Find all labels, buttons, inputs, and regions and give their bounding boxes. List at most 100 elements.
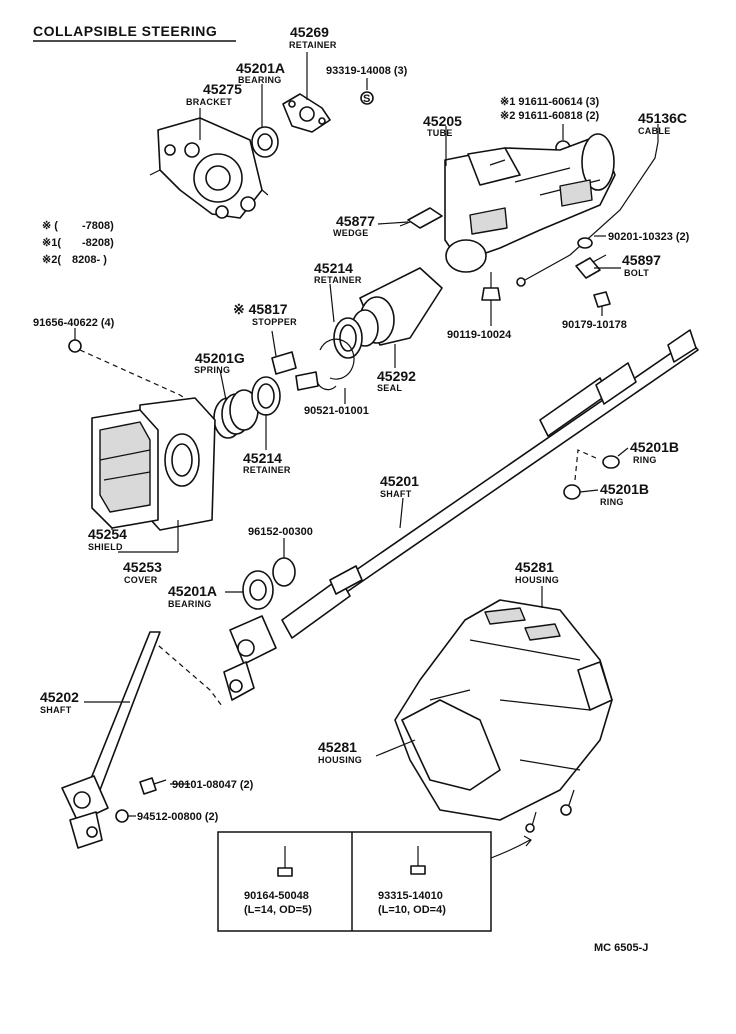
nut-90179	[593, 291, 611, 308]
label-90179: 90179-10178	[562, 319, 627, 331]
label-96152: 96152-00300	[248, 526, 313, 538]
label-91656: 91656-40622 (4)	[33, 317, 115, 329]
label-45817-name: STOPPER	[252, 317, 297, 327]
label-45292-num: 45292	[377, 368, 416, 384]
retainer-plate-drawing	[282, 93, 331, 133]
diagram-title: COLLAPSIBLE STEERING	[33, 23, 217, 39]
label-45202-name: SHAFT	[40, 705, 72, 715]
label-45201A-top-num: 45201A	[236, 60, 285, 76]
legend-mark-0: ※ (	[42, 220, 58, 232]
washer-93319	[360, 91, 374, 105]
label-45205-num: 45205	[423, 113, 462, 129]
tube-drawing	[444, 133, 616, 273]
label-45253-num: 45253	[123, 559, 162, 575]
label-45254-num: 45254	[88, 526, 127, 542]
legend-mark-1: ※1(	[42, 237, 61, 249]
bolt-90119-drawing	[481, 272, 501, 301]
label-45253-name: COVER	[124, 575, 158, 585]
retainer-ring-top-drawing	[333, 317, 363, 359]
legend-range-0: -7808)	[82, 220, 114, 232]
nut-90201	[577, 237, 593, 249]
label-45214-bot-name: RETAINER	[243, 465, 291, 475]
legend: ※ ( -7808) ※1( -8208) ※2( 8208- )	[42, 220, 114, 266]
ring-45201B-b	[563, 484, 581, 500]
seal-cone-drawing	[351, 267, 443, 347]
bearing-bottom-drawing	[242, 570, 274, 610]
label-45292-name: SEAL	[377, 383, 402, 393]
bearing-top-drawing	[251, 126, 279, 158]
washer-91656	[68, 339, 82, 353]
wedge-drawing	[407, 207, 443, 229]
label-45136C-name: CABLE	[638, 126, 671, 136]
label-45275-name: BRACKET	[186, 97, 232, 107]
housing-screws-drawing	[525, 789, 575, 833]
label-93319: 93319-14008 (3)	[326, 65, 408, 77]
legend-range-1: -8208)	[82, 237, 114, 249]
label-screw-1-pn: 93315-14010	[378, 890, 443, 902]
label-90101: 90101-08047 (2)	[172, 779, 254, 791]
label-45205-name: TUBE	[427, 128, 453, 138]
spring-drawing	[213, 389, 259, 439]
label-91611-b: ※2 91611-60818 (2)	[500, 110, 599, 122]
leader-lines	[74, 52, 659, 817]
part-labels: 45269 RETAINER 45201A BEARING 45275 BRAC…	[33, 24, 690, 954]
label-45201G-name: SPRING	[194, 365, 230, 375]
label-45201B-a-num: 45201B	[630, 439, 679, 455]
label-45201B-a-name: RING	[633, 455, 657, 465]
label-45201A-top-name: BEARING	[238, 75, 282, 85]
label-90119: 90119-10024	[447, 329, 512, 341]
label-45254-name: SHIELD	[88, 542, 123, 552]
label-45201G-num: 45201G	[195, 350, 245, 366]
ring-96152	[272, 557, 296, 587]
label-45269-name: RETAINER	[289, 40, 337, 50]
legend-mark-2: ※2(	[42, 254, 61, 266]
footer-code: MC 6505-J	[594, 942, 648, 954]
label-45817-num: ※ 45817	[233, 301, 288, 317]
bolt-45897-drawing	[575, 254, 607, 279]
label-45201-name: SHAFT	[380, 489, 412, 499]
housing-drawing	[394, 599, 613, 821]
legend-range-2: 8208- )	[72, 254, 107, 266]
stopper-drawing	[271, 351, 297, 375]
shield-drawing	[91, 409, 159, 529]
label-90201: 90201-10323 (2)	[608, 231, 690, 243]
label-screw-0-spec: (L=14, OD=5)	[244, 904, 312, 916]
label-45201A-bot-num: 45201A	[168, 583, 217, 599]
universal-joint-drawing	[223, 615, 277, 701]
main-shaft-drawing	[281, 329, 699, 639]
label-45136C-num: 45136C	[638, 110, 687, 126]
cable-drawing	[524, 141, 659, 281]
label-45214-top-num: 45214	[314, 260, 353, 276]
label-45281-top-name: HOUSING	[515, 575, 559, 585]
label-45201B-b-name: RING	[600, 497, 624, 507]
bracket-drawing	[149, 117, 269, 219]
retainer-ring-bottom-drawing	[251, 376, 281, 416]
svg-text:S: S	[363, 93, 370, 105]
label-screw-0-pn: 90164-50048	[244, 890, 309, 902]
label-45269-num: 45269	[290, 24, 329, 40]
label-45214-top-name: RETAINER	[314, 275, 362, 285]
washer-94512	[115, 809, 129, 823]
bolt-90101-drawing	[139, 777, 167, 795]
label-91611-a: ※1 91611-60614 (3)	[500, 96, 599, 108]
label-45897-num: 45897	[622, 252, 661, 268]
label-45281-top-num: 45281	[515, 559, 554, 575]
label-screw-1-spec: (L=10, OD=4)	[378, 904, 446, 916]
screws-detail-box	[217, 831, 532, 932]
ring-45201B-a	[602, 455, 620, 469]
label-45281-bot-name: HOUSING	[318, 755, 362, 765]
label-45281-bot-num: 45281	[318, 739, 357, 755]
label-45201A-bot-name: BEARING	[168, 599, 212, 609]
lower-shaft-drawing	[61, 631, 161, 849]
label-45202-num: 45202	[40, 689, 79, 705]
label-45201B-b-num: 45201B	[600, 481, 649, 497]
label-45877-name: WEDGE	[333, 228, 369, 238]
label-45201-num: 45201	[380, 473, 419, 489]
label-94512: 94512-00800 (2)	[137, 811, 219, 823]
label-90521: 90521-01001	[304, 405, 369, 417]
label-45214-bot-num: 45214	[243, 450, 282, 466]
label-45877-num: 45877	[336, 213, 375, 229]
label-45897-name: BOLT	[624, 268, 649, 278]
label-45275-num: 45275	[203, 81, 242, 97]
